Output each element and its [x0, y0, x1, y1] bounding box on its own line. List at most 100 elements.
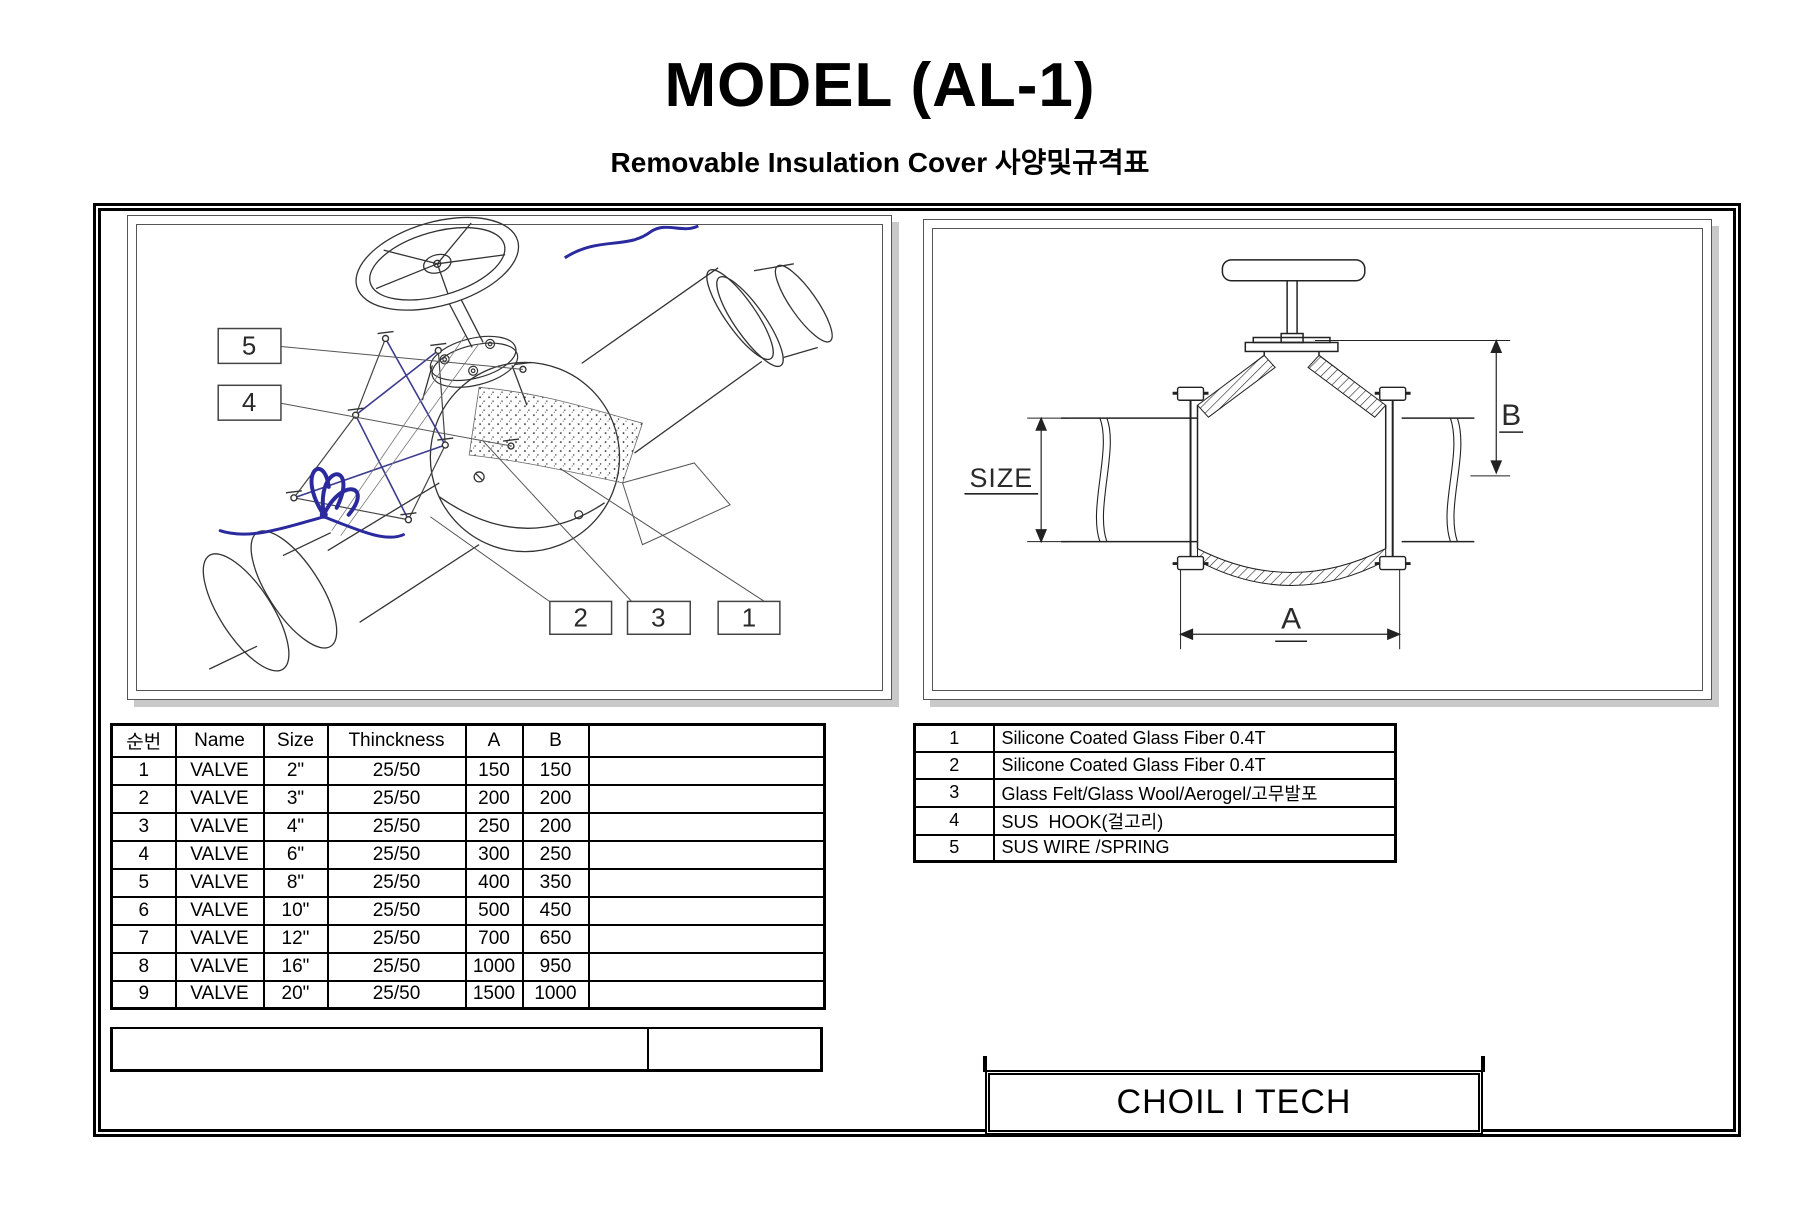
material-row: 3 Glass Felt/Glass Wool/Aerogel/고무발포 [913, 777, 1397, 808]
section-handle [1221, 259, 1366, 381]
spec-cell: 2 [110, 783, 177, 814]
title-block-stub-right [1481, 1056, 1485, 1072]
spec-row: 3 VALVE 4" 25/50 250 200 [110, 811, 826, 842]
lacing-wire [293, 338, 446, 521]
col-header-b: B [521, 723, 590, 758]
material-no: 5 [913, 833, 995, 863]
spec-cell: 700 [464, 923, 524, 954]
spec-cell [587, 979, 826, 1010]
spec-cell: 350 [521, 867, 590, 898]
page-title: MODEL (AL-1) [664, 51, 1096, 120]
isometric-valve-drawing: 5 4 2 3 1 [202, 216, 833, 672]
material-no: 1 [913, 723, 995, 753]
callout-box-3: 3 [626, 600, 691, 636]
section-valve-drawing: SIZE B A [964, 259, 1524, 650]
spec-cell: 6 [110, 895, 177, 926]
footer-divider [647, 1029, 649, 1069]
spec-cell: VALVE [174, 895, 265, 926]
a-dim-label: A [1281, 602, 1301, 635]
col-header-name: Name [174, 723, 265, 758]
spec-cell: 20" [262, 979, 329, 1010]
spec-cell: 150 [521, 755, 590, 786]
spec-cell [587, 951, 826, 982]
spec-cell: VALVE [174, 839, 265, 870]
spec-row: 6 VALVE 10" 25/50 500 450 [110, 895, 826, 926]
col-header-no: 순번 [110, 723, 177, 758]
spec-cell: 250 [521, 839, 590, 870]
right-panel-inner-frame [932, 228, 1703, 691]
material-row: 1 Silicone Coated Glass Fiber 0.4T [913, 723, 1397, 753]
spec-header-row: 순번 Name Size Thinckness A B [110, 723, 826, 758]
material-no: 4 [913, 805, 995, 836]
spec-cell: VALVE [174, 811, 265, 842]
spec-cell: 25/50 [326, 951, 467, 982]
spec-cell: 950 [521, 951, 590, 982]
callout-1-label: 1 [742, 604, 756, 632]
material-desc: Glass Felt/Glass Wool/Aerogel/고무발포 [992, 777, 1397, 808]
spec-cell: 1500 [464, 979, 524, 1010]
spec-cell: 12" [262, 923, 329, 954]
spec-table-footer [110, 1027, 823, 1072]
spec-cell [587, 923, 826, 954]
spec-cell: VALVE [174, 755, 265, 786]
spec-cell: 650 [521, 923, 590, 954]
size-dim-label: SIZE [969, 463, 1033, 493]
leader-lines [280, 345, 767, 603]
material-row: 5 SUS WIRE /SPRING [913, 833, 1397, 863]
spec-cell: VALVE [174, 979, 265, 1010]
spec-cell: 9 [110, 979, 177, 1010]
title-block-stub-left [983, 1056, 987, 1072]
callout-box-4: 4 [217, 384, 282, 421]
wire-top-right [563, 224, 699, 260]
dim-b: B [1315, 338, 1524, 477]
spec-cell: VALVE [174, 867, 265, 898]
spec-table: 순번 Name Size Thinckness A B 1 VALVE 2" 2… [110, 723, 826, 1010]
spec-cell: 300 [464, 839, 524, 870]
spec-cell: 500 [464, 895, 524, 926]
pipe-lower-left [202, 482, 480, 672]
sheet-border [93, 203, 1741, 1137]
spec-cell: 200 [521, 783, 590, 814]
spec-cell: VALVE [174, 951, 265, 982]
spec-cell: 16" [262, 951, 329, 982]
spec-cell: 25/50 [326, 783, 467, 814]
spec-cell: 400 [464, 867, 524, 898]
spec-cell: 8" [262, 867, 329, 898]
section-pipes [1061, 417, 1475, 543]
pipe-upper-right [581, 263, 833, 454]
callout-2-label: 2 [574, 604, 588, 632]
spec-cell: 25/50 [326, 755, 467, 786]
spec-cell: 25/50 [326, 895, 467, 926]
wire-bow [218, 466, 405, 539]
spec-cell: 5 [110, 867, 177, 898]
spec-cell [587, 895, 826, 926]
dim-size: SIZE [964, 416, 1070, 544]
callout-box-5: 5 [217, 327, 282, 365]
spec-row: 7 VALVE 12" 25/50 700 650 [110, 923, 826, 954]
spec-cell: 200 [464, 783, 524, 814]
valve-stem [448, 299, 484, 348]
right-drawing-panel: SIZE B A [923, 219, 1712, 700]
material-desc: SUS HOOK(걸고리) [992, 805, 1397, 836]
material-row: 2 Silicone Coated Glass Fiber 0.4T [913, 750, 1397, 780]
spec-row: 5 VALVE 8" 25/50 400 350 [110, 867, 826, 898]
spec-row: 4 VALVE 6" 25/50 300 250 [110, 839, 826, 870]
insulation-stipple [468, 386, 643, 484]
spec-cell: 2" [262, 755, 329, 786]
material-desc: Silicone Coated Glass Fiber 0.4T [992, 723, 1397, 753]
insulation-section [1196, 354, 1387, 586]
spec-row: 2 VALVE 3" 25/50 200 200 [110, 783, 826, 814]
spec-cell: 150 [464, 755, 524, 786]
spec-cell: 1000 [464, 951, 524, 982]
callout-box-1: 1 [717, 600, 781, 636]
spec-row: 9 VALVE 20" 25/50 1500 1000 [110, 979, 826, 1010]
spec-cell: 1000 [521, 979, 590, 1010]
spec-cell [587, 839, 826, 870]
callout-4-label: 4 [242, 389, 256, 417]
spec-row: 1 VALVE 2" 25/50 150 150 [110, 755, 826, 786]
col-header-thickness: Thinckness [326, 723, 467, 758]
material-desc: SUS WIRE /SPRING [992, 833, 1397, 863]
spec-cell: 4" [262, 811, 329, 842]
callout-3-label: 3 [651, 604, 665, 632]
